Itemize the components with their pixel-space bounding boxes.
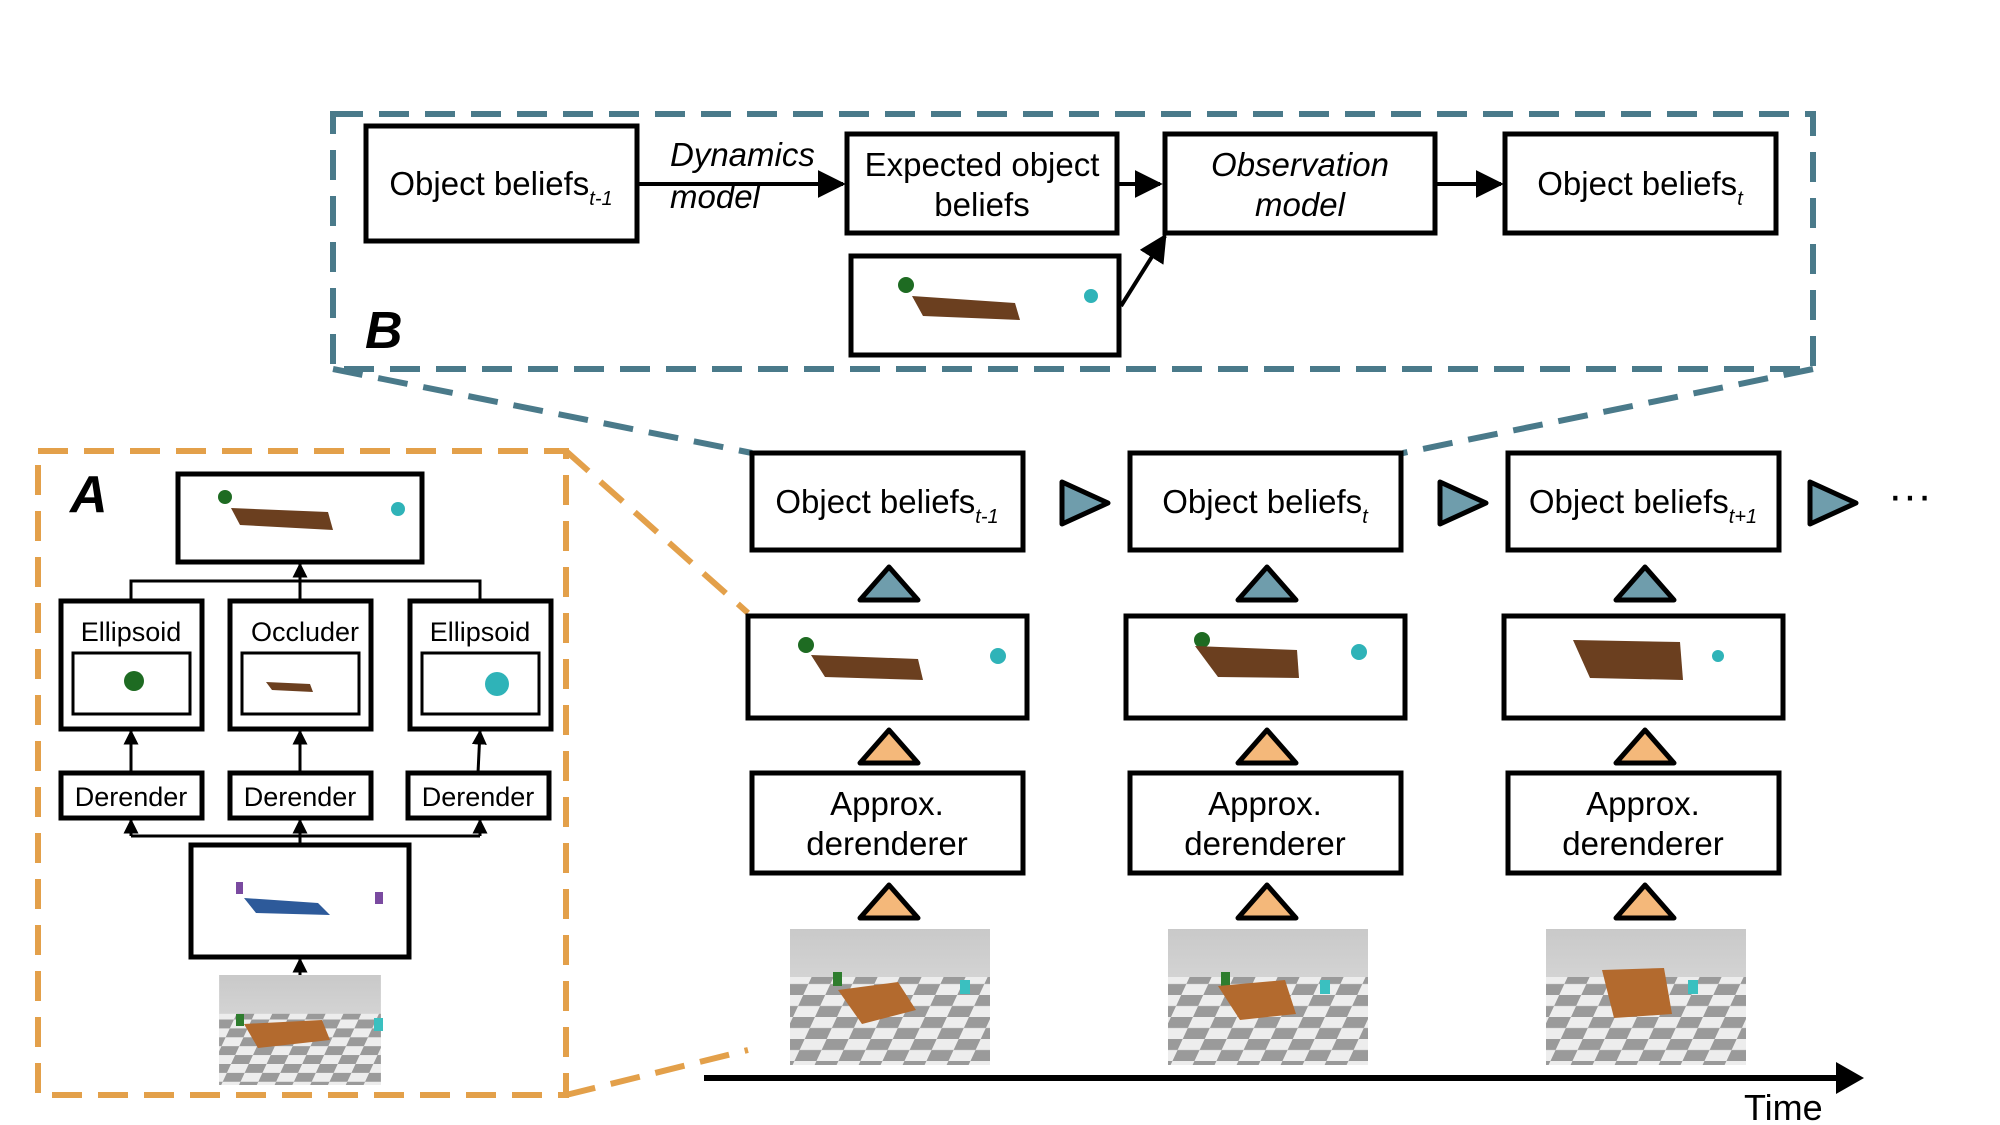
expected-beliefs-box xyxy=(844,131,1120,236)
blue-plank xyxy=(244,898,330,915)
panel-a-letter: A xyxy=(68,466,108,524)
brown-plank xyxy=(231,508,333,530)
beliefs-label: Object beliefst+1 xyxy=(1529,483,1757,528)
beliefs-box xyxy=(749,450,1026,553)
derenderer-label-2: derenderer xyxy=(1562,825,1723,862)
beliefs-now-label: Object beliefst xyxy=(1537,165,1744,210)
green-ball xyxy=(798,637,814,653)
occluder-label: Occluder xyxy=(251,617,359,647)
up-arrow-teal xyxy=(1235,564,1299,603)
observation-model-label-1: Observation xyxy=(1211,146,1389,183)
forward-arrow-teal xyxy=(1437,479,1489,527)
panel-b-letter: B xyxy=(365,302,403,360)
brown-plank xyxy=(912,296,1020,320)
derenderer-box xyxy=(1127,770,1404,876)
beliefs-prev-label: Object beliefst-1 xyxy=(389,165,612,210)
up-arrow-orange xyxy=(857,882,921,921)
cyan-ball xyxy=(990,648,1006,664)
time-label: Time xyxy=(1744,1087,1823,1125)
beliefs-box xyxy=(1127,450,1404,553)
derender-left-label: Derender xyxy=(75,782,188,812)
green-ball xyxy=(898,277,914,293)
beliefs-box xyxy=(1505,450,1782,553)
derenderer-label-2: derenderer xyxy=(1184,825,1345,862)
derender-mid-box xyxy=(227,770,374,821)
brown-plank xyxy=(1573,640,1683,680)
scene-photo xyxy=(1546,929,1746,1065)
purple-figure-2 xyxy=(375,892,383,904)
derenderer-label-1: Approx. xyxy=(830,785,944,822)
derender-right-label: Derender xyxy=(422,782,535,812)
beliefs-label: Object beliefst-1 xyxy=(775,483,998,528)
derenderer-label-1: Approx. xyxy=(1208,785,1322,822)
panel-a: A Ellipsoid Occluder Ellipsoid Derender … xyxy=(35,448,750,1098)
green-ball xyxy=(124,671,144,691)
panel-b-dashed-frame xyxy=(330,111,1816,372)
expected-beliefs-label-2: beliefs xyxy=(934,186,1029,223)
cyan-ball xyxy=(1712,650,1724,662)
up-arrow-orange xyxy=(1235,727,1299,766)
panel-b-zoom-line-left xyxy=(332,366,753,456)
panel-a-dashed-frame xyxy=(35,448,569,1098)
ellipsoid-left-label: Ellipsoid xyxy=(81,617,182,647)
dynamics-model-label: Dynamics xyxy=(670,136,815,173)
brown-plank xyxy=(1195,646,1299,678)
up-arrow-teal xyxy=(1613,564,1677,603)
derenderer-box xyxy=(1505,770,1782,876)
derender-right-box xyxy=(405,770,552,821)
timeline-column-1: Object beliefst-1 Approx. derenderer xyxy=(745,450,1030,1065)
timeline-column-2: Object beliefst Approx. derenderer xyxy=(1123,450,1408,1065)
up-arrow-orange xyxy=(1235,882,1299,921)
derenderer-label-2: derenderer xyxy=(806,825,967,862)
segmentation-box xyxy=(188,842,412,960)
continuation-ellipsis: ··· xyxy=(1888,471,1932,520)
green-ball xyxy=(218,490,232,504)
time-axis-arrowhead xyxy=(1836,1062,1864,1094)
scene-photo xyxy=(790,929,990,1065)
panel-b: B Object beliefst-1 Dynamics model Expec… xyxy=(330,111,1816,456)
observation-model-box xyxy=(1162,131,1438,236)
beliefs-prev-box xyxy=(363,123,640,244)
derenderer-box xyxy=(749,770,1026,876)
derender-right-arrow xyxy=(471,729,487,774)
observation-model-label-2: model xyxy=(1255,186,1347,223)
image-to-observation-arrow xyxy=(1119,233,1167,308)
green-ball xyxy=(1194,632,1210,648)
forward-arrow-teal xyxy=(1059,479,1111,527)
cyan-ball xyxy=(391,502,405,516)
derender-left-box xyxy=(58,770,205,821)
timeline-column-3: Object beliefst+1 Approx. derenderer xyxy=(1501,450,1786,1065)
panel-a-zoom-line-bottom xyxy=(565,1047,749,1098)
forward-arrow-teal xyxy=(1807,479,1859,527)
scene-photo xyxy=(1168,929,1368,1065)
brown-plank xyxy=(266,682,313,692)
panel-a-zoom-line-top xyxy=(564,448,750,616)
purple-figure xyxy=(236,882,243,894)
cyan-ball xyxy=(1351,644,1367,660)
panel-b-zoom-line-right xyxy=(1402,366,1814,456)
timeline: Object beliefst-1 Approx. derenderer Obj… xyxy=(704,450,1932,1125)
derenderer-label-1: Approx. xyxy=(1586,785,1700,822)
up-arrow-orange xyxy=(857,727,921,766)
cyan-ball xyxy=(1084,289,1098,303)
beliefs-label: Object beliefst xyxy=(1162,483,1369,528)
scene-photo xyxy=(219,975,383,1085)
cyan-ball xyxy=(485,672,509,696)
up-arrow-orange xyxy=(1613,882,1677,921)
brown-plank xyxy=(811,655,923,680)
up-arrow-teal xyxy=(857,564,921,603)
ellipsoid-right-inner xyxy=(420,651,541,716)
expected-beliefs-label-1: Expected object xyxy=(865,146,1100,183)
beliefs-now-box xyxy=(1502,131,1779,236)
derender-mid-label: Derender xyxy=(244,782,357,812)
merge-connector xyxy=(129,579,482,601)
up-arrow-orange xyxy=(1613,727,1677,766)
ellipsoid-right-label: Ellipsoid xyxy=(430,617,531,647)
occluder-inner xyxy=(240,651,361,716)
